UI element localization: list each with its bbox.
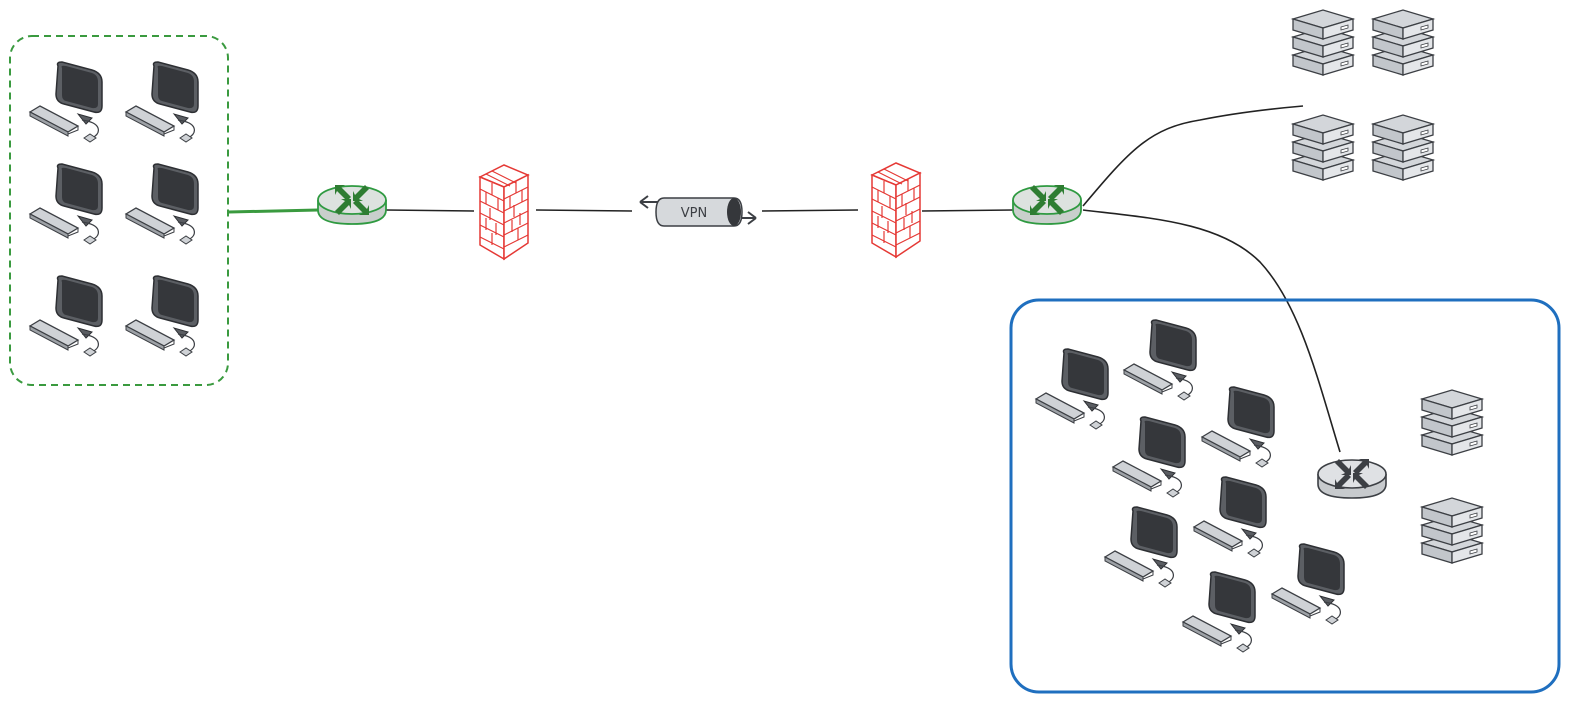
router-icon[interactable] (1012, 185, 1082, 225)
server-stack-icon[interactable] (1293, 115, 1353, 180)
branch-office-group (1009, 298, 1561, 694)
workstation-icon[interactable] (125, 275, 199, 357)
workstation-icon[interactable] (125, 61, 199, 143)
server-stack-icon[interactable] (1293, 10, 1353, 75)
workstation-icon[interactable] (1035, 348, 1109, 430)
workstation-icon[interactable] (29, 163, 103, 245)
workstation-icon[interactable] (1271, 543, 1345, 625)
link-firewall-vpn (535, 209, 633, 212)
workstation-icon[interactable] (1123, 319, 1197, 401)
link-router-servers (1082, 105, 1304, 207)
link-router-branch (1082, 209, 1341, 453)
router-icon[interactable] (317, 185, 387, 225)
server-stack-icon[interactable] (1422, 390, 1482, 455)
link-vpn-firewall (761, 209, 859, 212)
workstation-icon[interactable] (1201, 386, 1275, 468)
server-stack-icon[interactable] (1373, 115, 1433, 180)
vpn-label: VPN (681, 206, 707, 221)
link-firewall-router (921, 209, 1014, 212)
workstation-icon[interactable] (1112, 416, 1186, 498)
workstation-icon[interactable] (29, 61, 103, 143)
left-workstation-group (9, 35, 229, 386)
uplink-connection (228, 208, 319, 214)
workstation-icon[interactable] (125, 163, 199, 245)
workstation-icon[interactable] (1182, 571, 1256, 653)
firewall-icon[interactable] (871, 162, 921, 258)
workstation-icon[interactable] (1193, 476, 1267, 558)
server-stack-icon[interactable] (1373, 10, 1433, 75)
workstation-icon[interactable] (1104, 506, 1178, 588)
link-router-firewall (385, 209, 475, 212)
vpn-tunnel-icon[interactable]: VPN (639, 195, 757, 227)
workstation-icon[interactable] (29, 275, 103, 357)
firewall-icon[interactable] (479, 164, 529, 260)
router-icon[interactable] (1317, 459, 1387, 499)
server-stack-icon[interactable] (1422, 498, 1482, 563)
